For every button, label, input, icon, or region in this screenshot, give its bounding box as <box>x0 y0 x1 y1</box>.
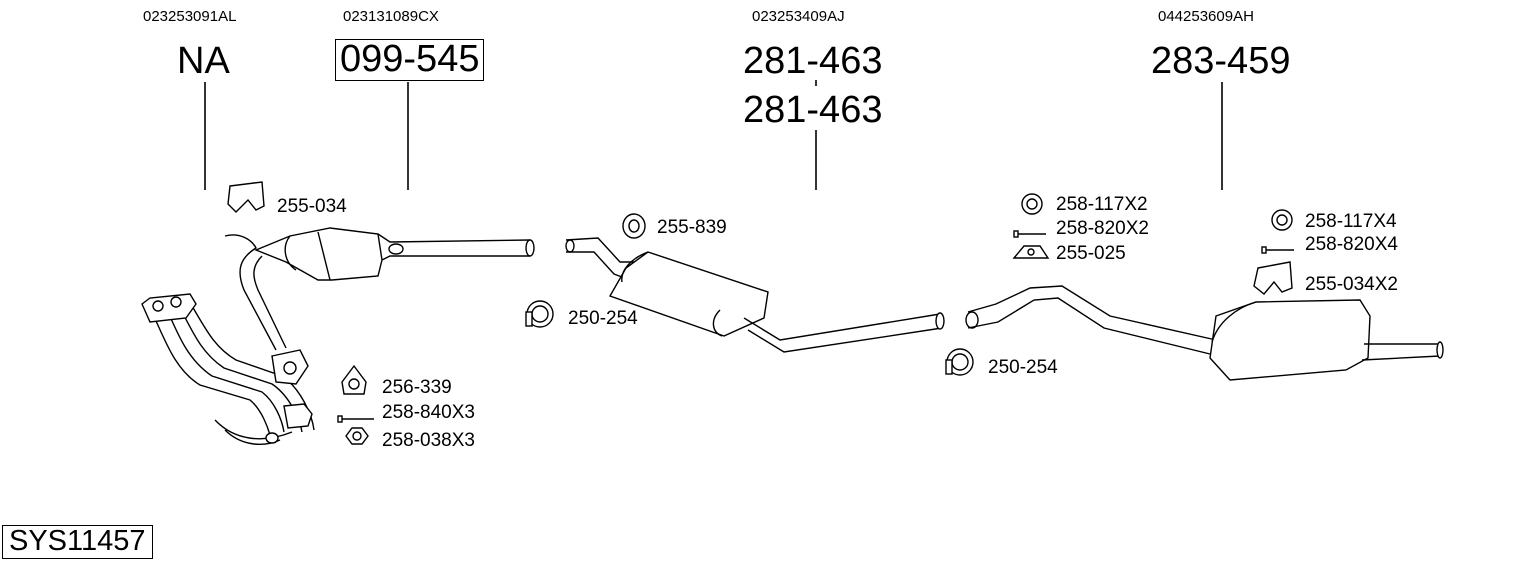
system-id-box: SYS11457 <box>2 525 153 559</box>
accessory-label[interactable]: 258-117X4 <box>1305 211 1397 232</box>
part-number-middle-silencer-1[interactable]: 281-463 <box>743 40 883 82</box>
oem-number-group-2: 023131089CX <box>343 8 439 25</box>
middle-silencer[interactable] <box>565 237 945 353</box>
part-number-middle-silencer-2[interactable]: 281-463 <box>743 89 883 131</box>
oem-number-group-3: 023253409AJ <box>752 8 845 25</box>
hanger-bracket-icon <box>1253 261 1293 295</box>
accessory-label[interactable]: 255-839 <box>657 217 727 238</box>
catalyst[interactable] <box>254 227 535 281</box>
front-pipe[interactable] <box>141 293 315 446</box>
accessory-label[interactable]: 258-820X4 <box>1305 234 1398 255</box>
accessory-label[interactable]: 250-254 <box>988 357 1058 378</box>
pipe-clamp-icon <box>525 300 554 328</box>
accessory-label[interactable]: 258-840X3 <box>382 402 475 423</box>
rubber-ring-icon <box>1021 193 1043 215</box>
bolt-icon <box>1013 230 1046 238</box>
rubber-mount-icon <box>1012 245 1050 259</box>
accessory-label[interactable]: 255-034 <box>277 196 347 217</box>
part-number-na[interactable]: NA <box>177 40 230 82</box>
oem-number-group-4: 044253609AH <box>1158 8 1254 25</box>
accessory-label[interactable]: 256-339 <box>382 377 452 398</box>
rubber-ring-icon <box>622 213 646 239</box>
oem-number-group-1: 023253091AL <box>143 8 237 25</box>
hanger-bracket-icon <box>227 181 265 213</box>
rear-silencer[interactable] <box>965 285 1444 381</box>
rubber-ring-icon <box>1271 209 1293 231</box>
pipe-clamp-icon <box>945 348 974 376</box>
accessory-label[interactable]: 258-117X2 <box>1056 194 1148 215</box>
accessory-label[interactable]: 255-034X2 <box>1305 274 1398 295</box>
accessory-label[interactable]: 258-038X3 <box>382 430 475 451</box>
accessory-label[interactable]: 258-820X2 <box>1056 218 1149 239</box>
accessory-label[interactable]: 250-254 <box>568 308 638 329</box>
accessory-label[interactable]: 255-025 <box>1056 243 1126 264</box>
bolt-icon <box>337 415 374 423</box>
down-pipe[interactable] <box>224 234 309 385</box>
part-number-rear-silencer[interactable]: 283-459 <box>1151 40 1291 82</box>
bolt-icon <box>1261 246 1294 254</box>
part-number-catalyst[interactable]: 099-545 <box>335 39 485 81</box>
nut-icon <box>345 427 369 445</box>
gasket-icon <box>341 364 367 395</box>
